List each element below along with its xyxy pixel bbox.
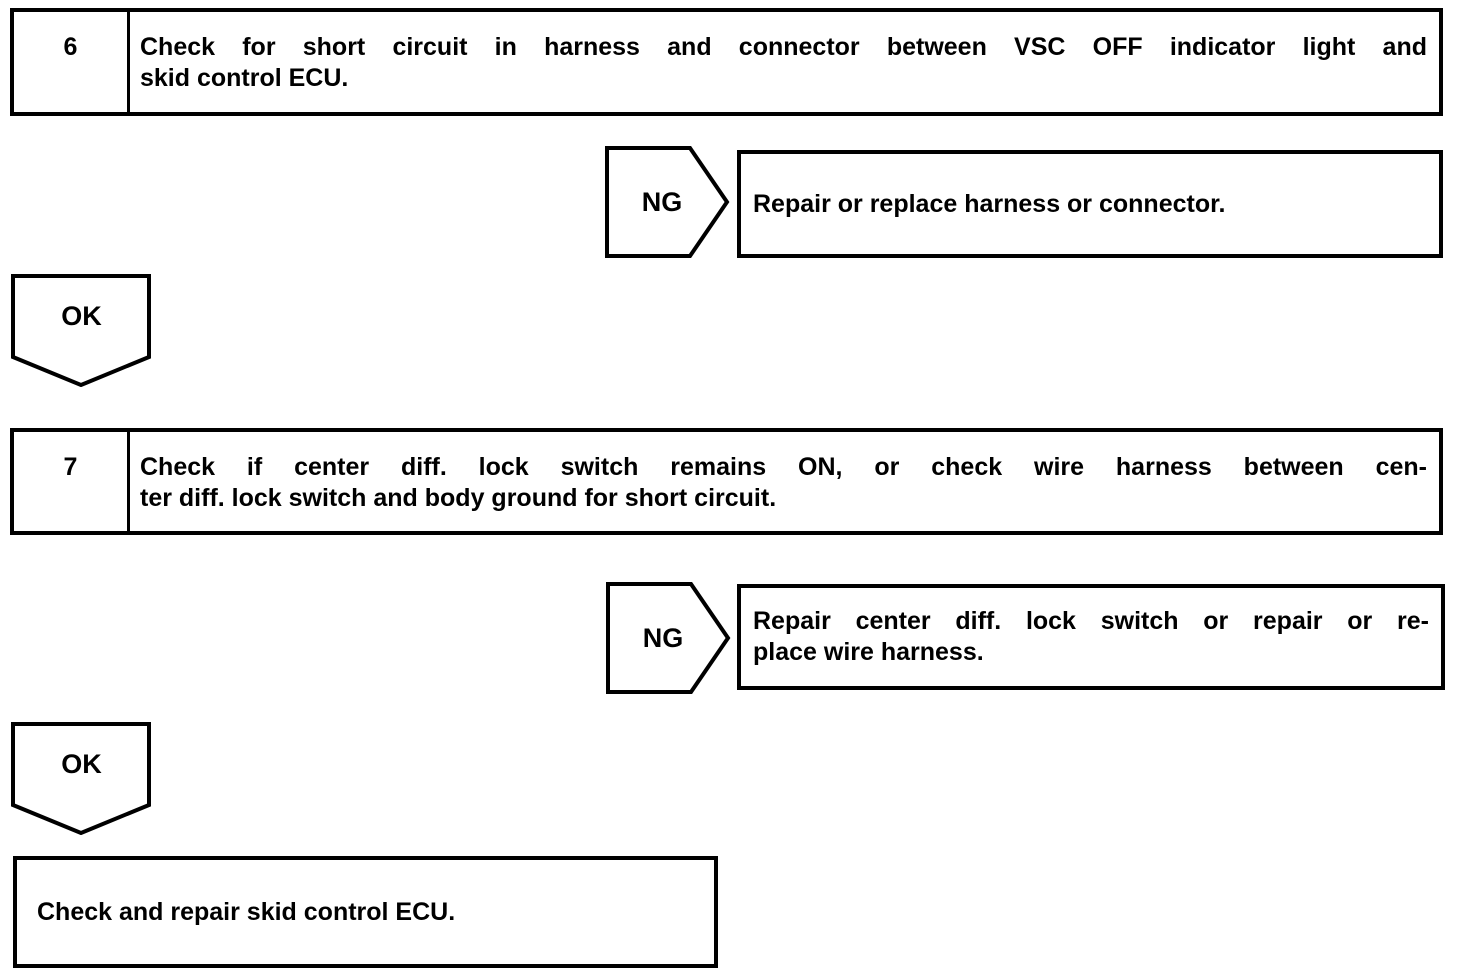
ng-action-1-line-1: Repair or replace harness or connector. bbox=[753, 189, 1226, 218]
final-action-box: Check and repair skid control ECU. bbox=[13, 856, 718, 968]
ok-pentagon-1-icon bbox=[11, 274, 151, 387]
ok-pentagon-2-icon bbox=[11, 722, 151, 835]
step-7-instruction-line-1: Check if center diff. lock switch remain… bbox=[140, 453, 1427, 481]
step-6-number: 6 bbox=[14, 12, 130, 112]
ok-label-2: OK bbox=[61, 749, 102, 779]
step-6-box: 6 Check for short circuit in harness and… bbox=[10, 8, 1443, 116]
step-6-instruction: Check for short circuit in harness and c… bbox=[130, 12, 1439, 112]
step-7-number: 7 bbox=[14, 432, 130, 531]
ng-label-2: NG bbox=[642, 622, 684, 653]
step-7-instruction: Check if center diff. lock switch remain… bbox=[130, 432, 1439, 531]
ng-pentagon-2-icon bbox=[606, 582, 731, 694]
step-6-instruction-line-2: skid control ECU. bbox=[140, 64, 349, 92]
ng-pentagon-1: NG bbox=[605, 146, 732, 258]
ng-action-box-2: Repair center diff. lock switch or repai… bbox=[737, 584, 1445, 690]
ng-action-2-line-1: Repair center diff. lock switch or repai… bbox=[753, 607, 1429, 635]
ok-pentagon-2: OK bbox=[11, 722, 152, 835]
ok-pentagon-1: OK bbox=[11, 274, 152, 387]
ng-action-box-1: Repair or replace harness or connector. bbox=[737, 150, 1443, 258]
ng-pentagon-1-icon bbox=[605, 146, 730, 258]
step-7-instruction-line-2: ter diff. lock switch and body ground fo… bbox=[140, 484, 777, 512]
step-6-instruction-line-1: Check for short circuit in harness and c… bbox=[140, 33, 1427, 61]
ng-label-1: NG bbox=[641, 186, 683, 217]
ok-label-1: OK bbox=[61, 301, 102, 331]
step-7-box: 7 Check if center diff. lock switch rema… bbox=[10, 428, 1443, 535]
final-action-text: Check and repair skid control ECU. bbox=[37, 897, 456, 926]
ng-action-2-line-2: place wire harness. bbox=[753, 638, 984, 666]
ng-pentagon-2: NG bbox=[606, 582, 733, 694]
